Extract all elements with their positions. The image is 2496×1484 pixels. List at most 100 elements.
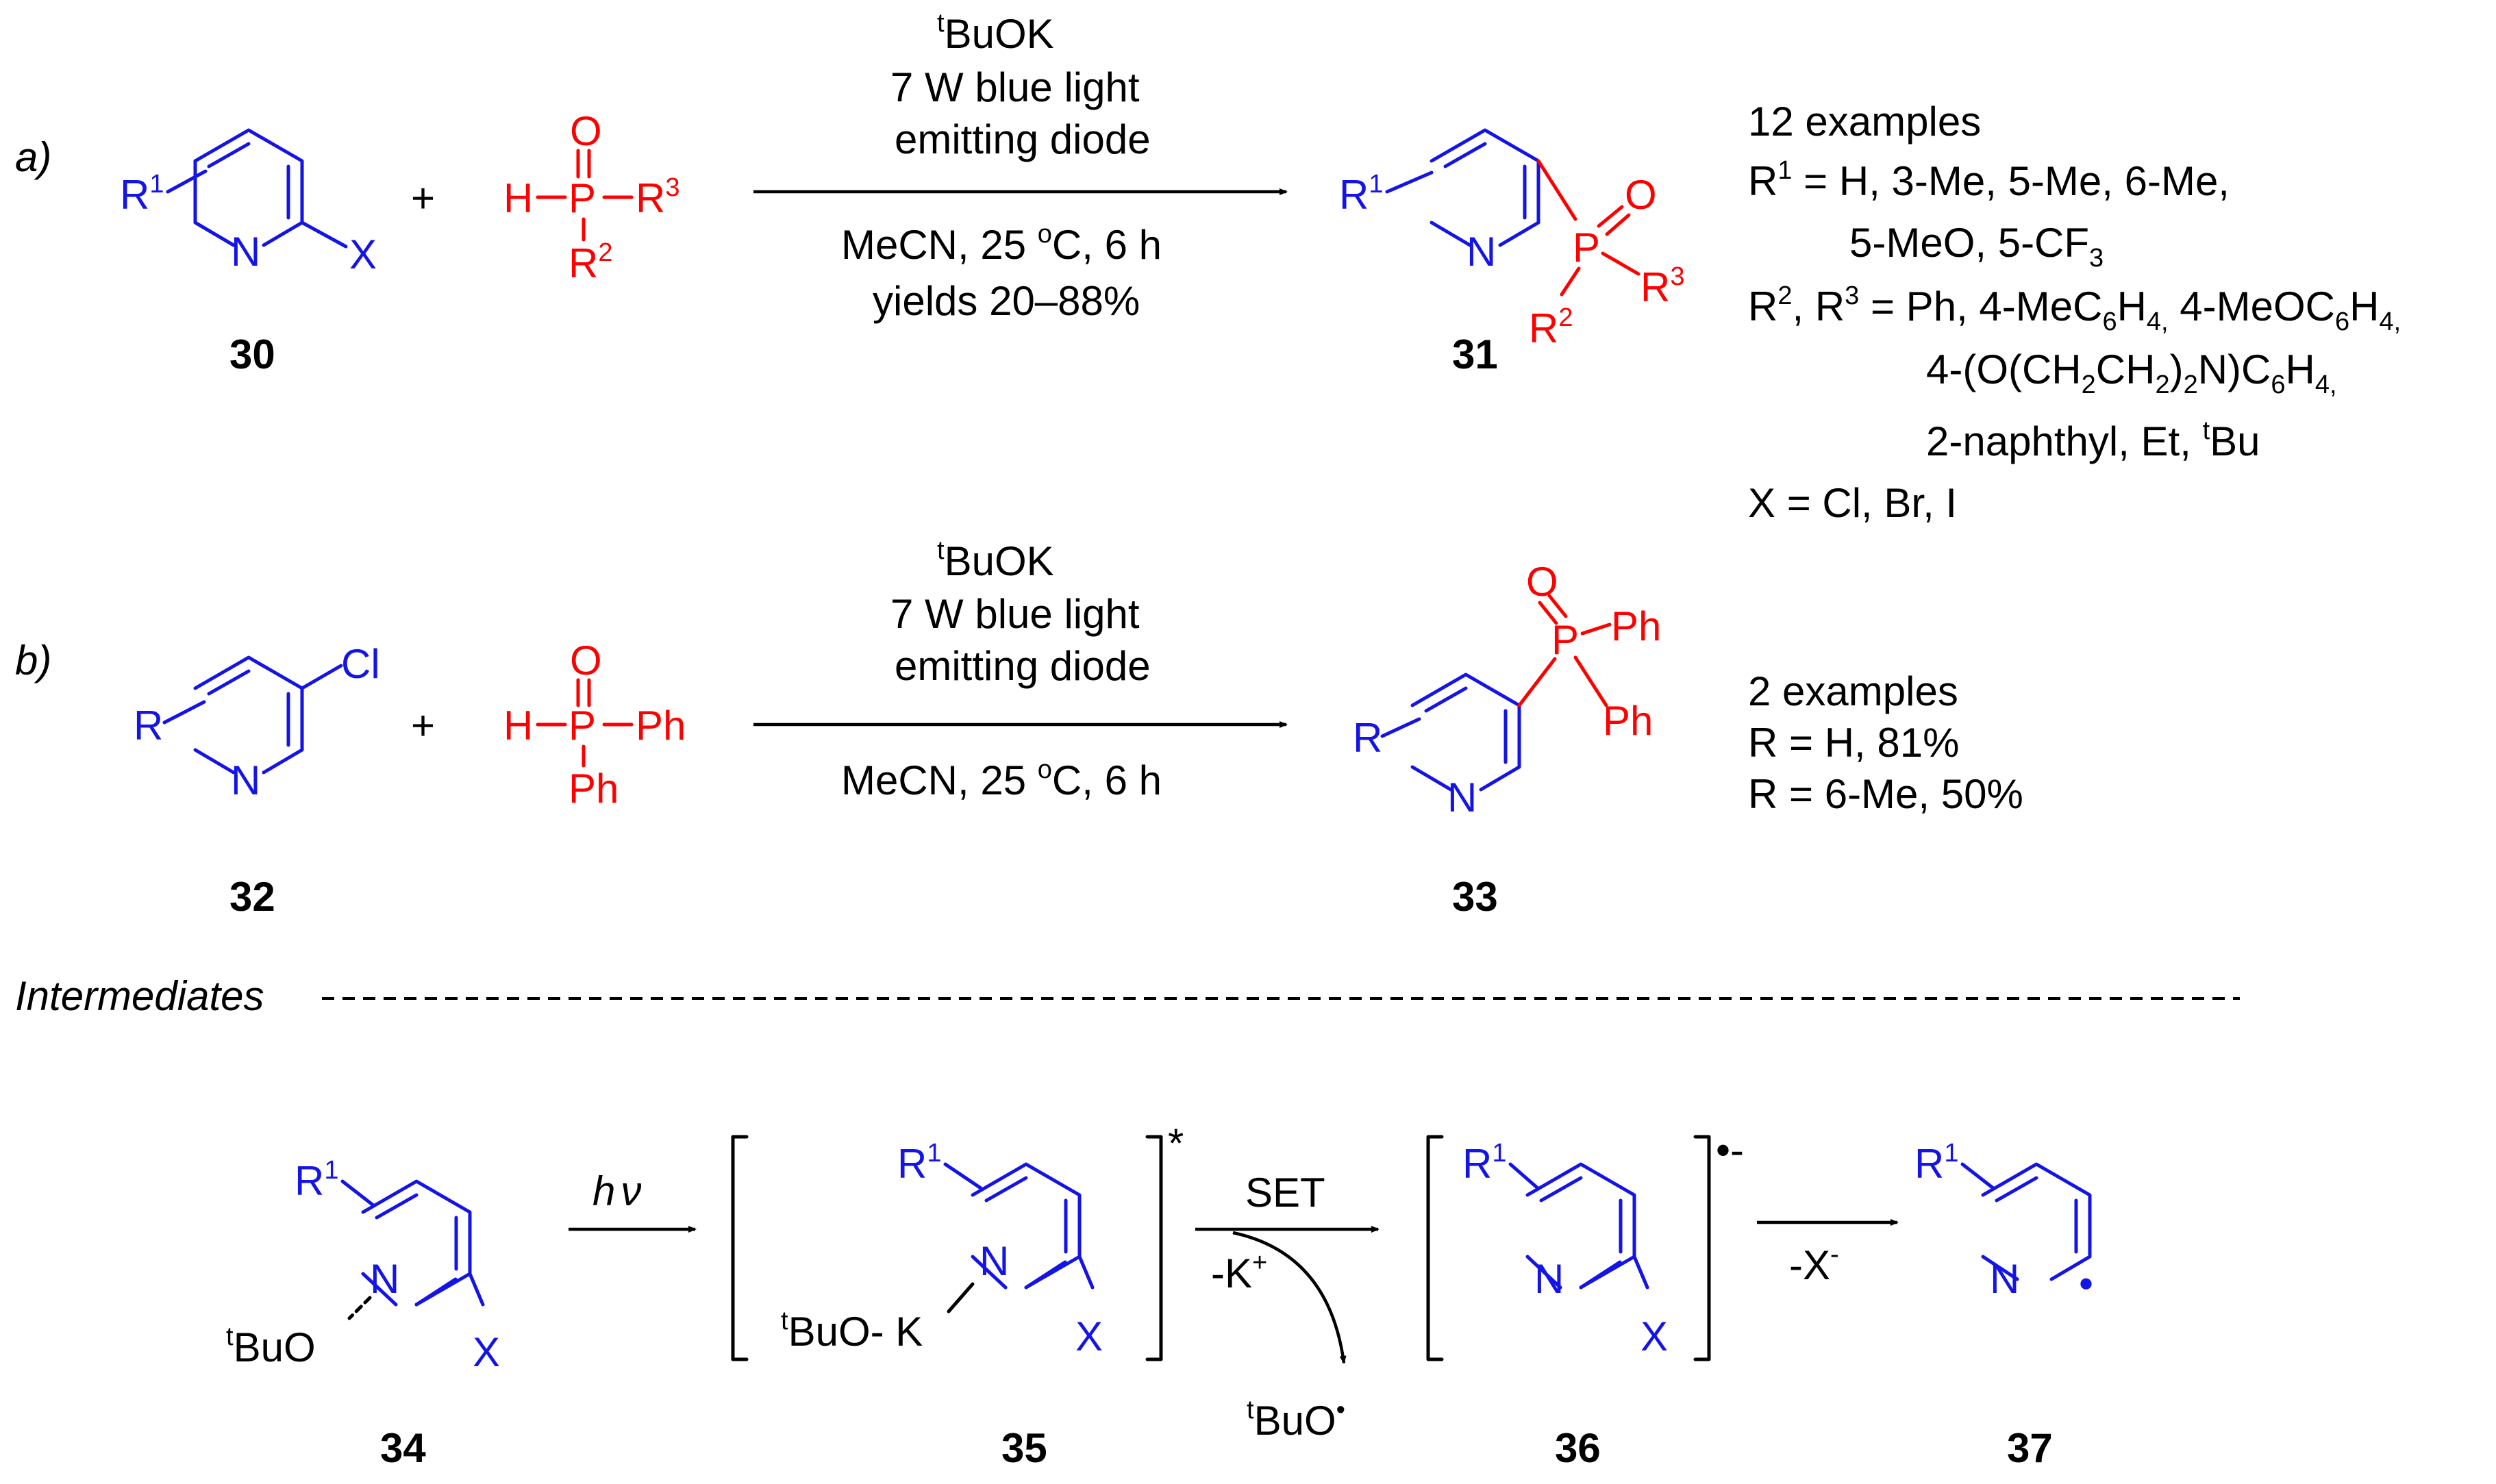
compound-33-ph2: Ph — [1603, 698, 1653, 744]
phosphine-o: O — [570, 108, 602, 154]
scope-b-line3: R = 6-Me, 50% — [1748, 771, 2023, 817]
yields-a: yields 20–88% — [873, 278, 1140, 324]
compound-33-ph1: Ph — [1611, 603, 1661, 649]
compound-30-n: N — [231, 229, 260, 275]
scope-a: 12 examples R1 = H, 3-Me, 5-Me, 6-Me, 5-… — [1748, 99, 2401, 526]
reaction-arrow-b: tBuOK 7 W blue light emitting diode MeCN… — [753, 536, 1288, 803]
intermediate-36-label: 36 — [1555, 1425, 1601, 1471]
excited-star: * — [1168, 1120, 1184, 1166]
intermediate-35-tbuok: tBuO- K — [781, 1307, 923, 1355]
compound-31-n: N — [1467, 229, 1496, 275]
phosphine-h: H — [503, 175, 533, 221]
scope-a-line6: 2-naphthyl, Et, tBu — [1926, 416, 2260, 464]
scope-a-line7: X = Cl, Br, I — [1748, 480, 1957, 526]
k-plus-label: -K+ — [1211, 1248, 1267, 1296]
intermediate-35-label: 35 — [1001, 1425, 1047, 1471]
intermediate-37-n: N — [1990, 1256, 2019, 1302]
phosphine-oxide-b: O H P Ph Ph — [503, 638, 686, 812]
intermediate-36-r: R1 — [1462, 1139, 1506, 1187]
compound-32-cl: Cl — [341, 641, 380, 687]
compound-31-r2: R2 — [1529, 303, 1573, 351]
reaction-arrow-a: tBuOK 7 W blue light emitting diode MeCN… — [753, 9, 1288, 324]
compound-31-r: R1 — [1339, 170, 1383, 218]
set-label: SET — [1245, 1170, 1325, 1216]
intermediate-36-x: X — [1640, 1313, 1668, 1359]
scope-a-line3: 5-MeO, 5-CF3 — [1849, 220, 2104, 273]
compound-31-r3: R3 — [1640, 262, 1684, 310]
compound-32-r: R — [134, 703, 163, 749]
scope-b-line2: R = H, 81% — [1748, 720, 1959, 766]
part-b-tag: b) — [15, 638, 51, 683]
intermediate-37-r: R1 — [1914, 1139, 1958, 1187]
phosphine-b-ph1: Ph — [636, 703, 686, 749]
scope-b: 2 examples R = H, 81% R = 6-Me, 50% — [1748, 668, 2023, 817]
compound-30-label: 30 — [229, 331, 275, 377]
intermediate-34-x: X — [473, 1329, 500, 1375]
pyridyl-radical-dot: • — [2079, 1261, 2093, 1307]
compound-31-label: 31 — [1452, 331, 1498, 377]
phosphine-p: P — [569, 175, 596, 221]
phosphine-b-h: H — [503, 703, 533, 749]
compound-30-r: R1 — [120, 170, 164, 218]
step-minus-x: -X- — [1757, 1219, 1899, 1288]
intermediate-36: •- N X R1 36 — [1426, 1127, 1744, 1471]
compound-32-n: N — [231, 757, 260, 803]
plus-b: + — [411, 703, 435, 749]
scope-a-line5: 4-(O(CH2CH2)2N)C6H4, — [1926, 347, 2337, 399]
intermediate-34-n: N — [370, 1256, 399, 1302]
minus-x-label: -X- — [1789, 1240, 1839, 1288]
intermediate-35: * N X R1 tBuO- K 35 — [731, 1120, 1184, 1471]
plus-a: + — [411, 175, 435, 221]
solvent-b: MeCN, 25 oC, 6 h — [841, 755, 1162, 803]
compound-31: N R1 P O R3 R2 31 — [1339, 128, 1684, 377]
part-b: b) Cl N R 32 + O H P Ph Ph — [15, 536, 2023, 920]
phosphine-r3: R3 — [636, 173, 679, 221]
intermediate-37: N • R1 37 — [1914, 1139, 2093, 1471]
part-a: a) N X R1 30 + O H P R3 R2 — [15, 9, 2401, 526]
compound-33: N R P O Ph Ph 33 — [1353, 559, 1661, 920]
intermediate-34: N X R1 tBuO 34 — [226, 1156, 500, 1471]
intermediate-34-label: 34 — [380, 1425, 426, 1471]
phosphine-b-p: P — [569, 703, 596, 749]
compound-32: Cl N R 32 — [134, 641, 380, 920]
compound-30-x: X — [349, 231, 377, 277]
phosphine-oxide-a: O H P R3 R2 — [503, 108, 679, 286]
light-a-2: emitting diode — [895, 116, 1151, 162]
intermediates-heading: Intermediates — [15, 973, 264, 1019]
intermediate-35-x: X — [1075, 1313, 1103, 1359]
part-a-tag: a) — [15, 134, 51, 180]
intermediate-34-r: R1 — [295, 1156, 338, 1204]
light-b-1: 7 W blue light — [890, 591, 1140, 637]
tbuo-radical: tBuO• — [1247, 1396, 1345, 1444]
intermediate-36-n: N — [1534, 1256, 1564, 1302]
intermediate-37-label: 37 — [2007, 1425, 2053, 1471]
base-b: tBuOK — [937, 536, 1054, 584]
compound-31-p: P — [1573, 225, 1600, 271]
scope-a-line2: R1 = H, 3-Me, 5-Me, 6-Me, — [1748, 156, 2230, 204]
step-set: SET -K+ tBuO• — [1195, 1170, 1380, 1444]
phosphine-b-o: O — [570, 638, 602, 683]
compound-30: N X R1 30 — [120, 128, 377, 377]
compound-33-label: 33 — [1452, 874, 1498, 920]
solvent-a: MeCN, 25 oC, 6 h — [841, 220, 1162, 268]
light-a-1: 7 W blue light — [890, 64, 1140, 110]
phosphine-b-ph2: Ph — [569, 766, 619, 812]
compound-33-o: O — [1526, 559, 1558, 605]
base-a: tBuOK — [937, 9, 1054, 57]
phosphine-r2: R2 — [569, 238, 612, 286]
compound-31-o: O — [1625, 172, 1657, 218]
compound-32-label: 32 — [229, 874, 275, 920]
intermediate-34-tbuo: tBuO — [226, 1322, 316, 1370]
light-b-2: emitting diode — [895, 643, 1151, 689]
radical-anion-charge: •- — [1716, 1127, 1744, 1173]
scope-a-line1: 12 examples — [1748, 99, 1981, 144]
scope-a-line4: R2, R3 = Ph, 4-MeC6H4, 4-MeOC6H4, — [1748, 281, 2401, 336]
intermediate-35-r: R1 — [897, 1139, 941, 1187]
compound-33-n: N — [1447, 775, 1477, 820]
intermediate-35-n: N — [979, 1238, 1009, 1284]
